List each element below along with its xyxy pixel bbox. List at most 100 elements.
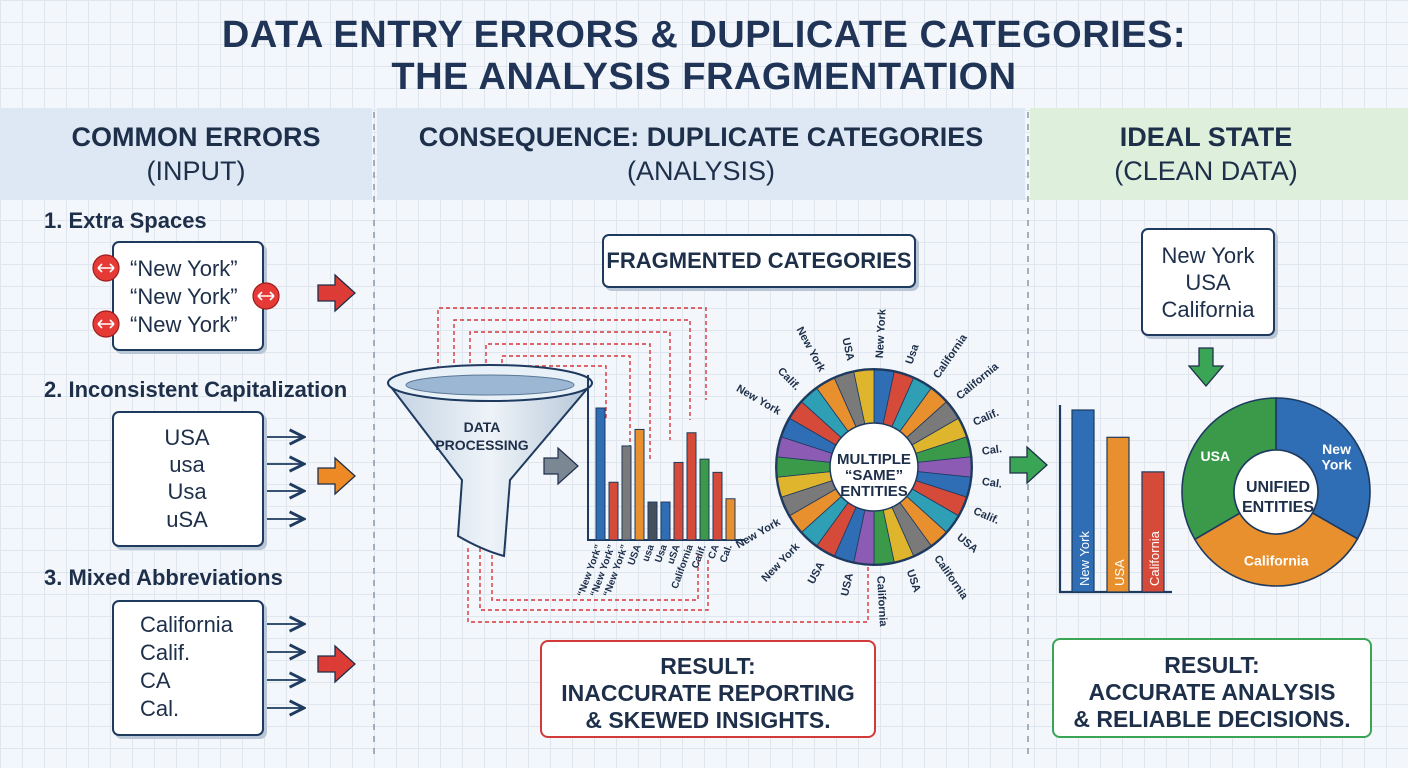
- result-line: INACCURATE REPORTING: [561, 680, 855, 706]
- clean-values-box: New York USA California: [1141, 228, 1275, 336]
- fragmented-pie: [776, 369, 972, 565]
- fragmented-pie-label: California: [931, 553, 970, 602]
- error-value: “New York”: [130, 284, 238, 309]
- result-line: ACCURATE ANALYSIS: [1088, 679, 1336, 705]
- fragmented-pie-label: New York: [759, 540, 802, 584]
- positive-result-box: RESULT: ACCURATE ANALYSIS & RELIABLE DEC…: [1052, 638, 1372, 738]
- donut-center: [1233, 449, 1319, 535]
- fragmented-bar: [647, 501, 658, 541]
- fragmented-bar: [699, 458, 710, 541]
- consequence-column-title: CONSEQUENCE: DUPLICATE CATEGORIES: [418, 122, 984, 152]
- down-arrow-icon: [1187, 347, 1225, 388]
- page-title-line2: THE ANALYSIS FRAGMENTATION: [391, 56, 1017, 98]
- error-label-extra-spaces: 1. Extra Spaces: [44, 208, 207, 233]
- error-value: “New York”: [130, 256, 238, 281]
- fragmented-pie-label: USA: [839, 572, 856, 597]
- ideal-column-subtitle: (CLEAN DATA): [1114, 156, 1298, 186]
- fragmented-pie-label: USA: [839, 337, 856, 362]
- donut-center-label: UNIFIED ENTITIES: [1241, 479, 1314, 516]
- clean-bar: [1071, 409, 1095, 593]
- result-line: & SKEWED INSIGHTS.: [585, 707, 831, 733]
- fragmented-bar-label: CA: [707, 543, 722, 560]
- fragment-connectors: [437, 307, 869, 623]
- pie-center-label: MULTIPLE “SAME” ENTITIES: [837, 451, 911, 500]
- fragmented-pie-label: USA: [806, 560, 828, 586]
- fragmented-bar: [634, 428, 645, 541]
- right-arrow-icon: [317, 273, 356, 313]
- error-value: Usa: [167, 479, 207, 504]
- clean-value: USA: [1185, 270, 1231, 295]
- clean-bar: [1106, 436, 1130, 593]
- clean-arrow-icon: [1009, 445, 1048, 485]
- fragmented-pie-label: California: [874, 575, 889, 627]
- error-label-abbreviations: 3. Mixed Abbreviations: [44, 565, 283, 590]
- error-value: CA: [140, 668, 171, 693]
- fragmented-pie-label: New York: [874, 308, 889, 359]
- fragmented-pie-label: New York: [794, 325, 828, 375]
- error-label-capitalization: 2. Inconsistent Capitalization: [44, 377, 348, 402]
- right-arrow-icon: [317, 644, 356, 684]
- fragmented-pie-label: USA: [904, 568, 923, 594]
- ideal-column-header: IDEAL STATE (CLEAN DATA): [1030, 120, 1382, 188]
- error-value: Cal.: [140, 696, 180, 721]
- fragmented-pie-label: Usa: [904, 342, 922, 366]
- fragmented-bar-label: Cal.: [718, 543, 735, 564]
- fragmented-bars: “New York”“New York”“New York”USAusaUsau…: [576, 407, 736, 598]
- error-value: Calif.: [140, 640, 191, 665]
- fragmented-pie-label: USA: [954, 532, 980, 556]
- fragmented-pie-outline: [775, 368, 973, 566]
- result-line: RESULT:: [1164, 652, 1260, 678]
- fragmented-pie-label: Calif.: [971, 505, 1000, 527]
- funnel-label: DATA PROCESSING: [435, 419, 529, 453]
- ideal-column-title: IDEAL STATE: [1119, 122, 1293, 152]
- process-arrow-icon: [543, 446, 579, 486]
- clean-value: New York: [1161, 243, 1255, 268]
- capitalization-box: [112, 411, 264, 547]
- errors-column-title: COMMON ERRORS: [71, 122, 321, 152]
- fragmented-pie-label: New York: [734, 516, 783, 551]
- result-line: & RELIABLE DECISIONS.: [1073, 706, 1351, 732]
- extra-spaces-box: [112, 241, 264, 351]
- consequence-header-band: [377, 108, 1025, 200]
- fragmented-pie-label: Calif.: [971, 407, 1000, 429]
- fragmented-pie-label: New York: [734, 383, 783, 418]
- clean-bar-label: California: [1147, 530, 1162, 586]
- clean-bar: [1141, 471, 1165, 593]
- donut-label: California: [1244, 553, 1309, 569]
- error-value: usa: [169, 452, 205, 477]
- clean-bar-label: USA: [1112, 559, 1127, 586]
- fragmented-bar: [712, 471, 723, 541]
- fragmented-bar: [660, 501, 671, 541]
- fragmented-categories-label: FRAGMENTED CATEGORIES: [602, 234, 916, 288]
- clean-bar-label: New York: [1077, 531, 1092, 586]
- clean-value: California: [1161, 297, 1255, 322]
- error-value: USA: [164, 425, 210, 450]
- pie-center: [829, 422, 919, 512]
- fragmented-pie-label: California: [954, 360, 1001, 402]
- error-value: California: [140, 612, 233, 637]
- fragmented-bar: [673, 461, 684, 541]
- result-line: RESULT:: [660, 653, 756, 679]
- consequence-column-subtitle: (ANALYSIS): [626, 156, 776, 186]
- fragmented-bar: [608, 481, 619, 541]
- errors-column-header: COMMON ERRORS (INPUT): [0, 120, 392, 188]
- error-value: “New York”: [130, 312, 238, 337]
- fragmented-bar: [621, 445, 632, 541]
- clean-chart-axes: [1058, 405, 1172, 594]
- fragmented-pie-label: Calif.: [775, 365, 802, 393]
- errors-header-band: [0, 108, 372, 200]
- error-value: uSA: [166, 507, 208, 532]
- right-arrow-icon: [317, 456, 356, 496]
- donut-label: USA: [1201, 448, 1231, 464]
- ideal-header-band: [1030, 108, 1408, 200]
- fragmented-pie-label: California: [931, 332, 970, 381]
- fragmented-pie-label: Cal.: [981, 443, 1003, 458]
- errors-column-subtitle: (INPUT): [146, 156, 246, 186]
- fragmented-bar: [686, 432, 697, 541]
- fragmented-bar: [725, 498, 736, 541]
- negative-result-box: RESULT: INACCURATE REPORTING & SKEWED IN…: [540, 640, 876, 738]
